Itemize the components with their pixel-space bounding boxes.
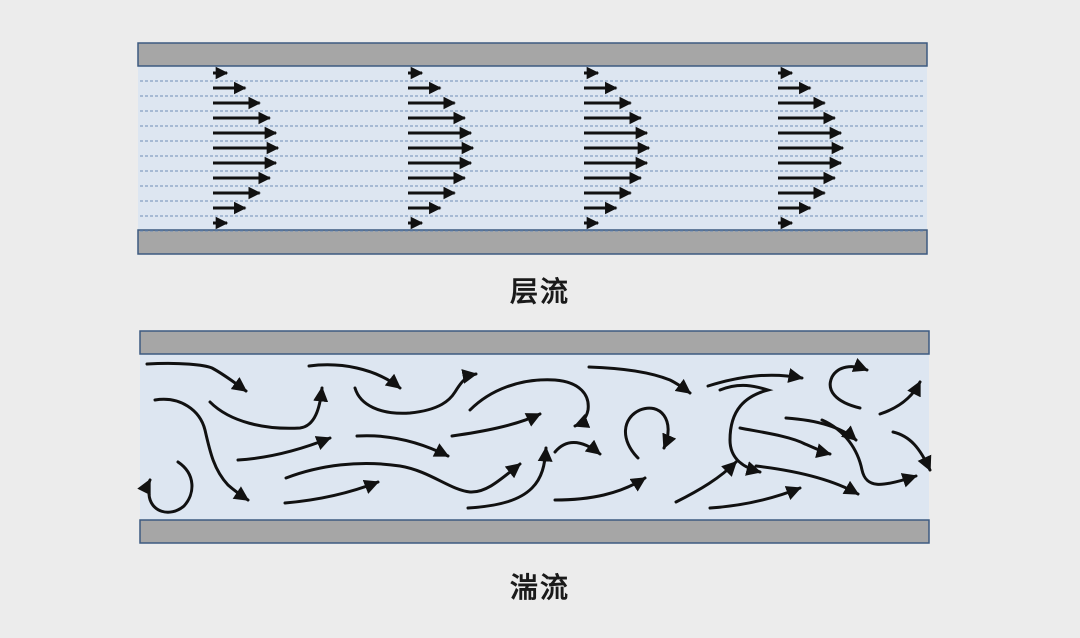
- turbulent-eddies: [137, 358, 932, 514]
- eddy-path: [706, 368, 804, 388]
- laminar-flow-label: 层流: [509, 275, 570, 308]
- turbulent-top-wall: [139, 330, 930, 355]
- eddy-path: [450, 412, 542, 438]
- eddy-path: [708, 486, 802, 510]
- eddy-path: [674, 460, 738, 504]
- eddy-path: [137, 460, 194, 514]
- eddy-path: [878, 380, 922, 416]
- eddy-path: [553, 439, 602, 456]
- eddy-path: [208, 386, 329, 430]
- eddy-path: [307, 363, 402, 390]
- laminar-streamlines: [140, 80, 925, 232]
- turbulent-bottom-wall: [139, 519, 930, 544]
- turbulent-panel: [137, 330, 932, 544]
- eddy-path: [754, 464, 860, 496]
- laminar-bottom-wall: [137, 229, 928, 255]
- eddy-path: [236, 436, 332, 462]
- eddy-path: [153, 397, 250, 502]
- eddy-path: [466, 446, 553, 510]
- laminar-velocity-profiles: [213, 66, 845, 230]
- laminar-panel: [137, 42, 928, 255]
- eddy-path: [891, 430, 932, 472]
- eddy-path: [820, 418, 918, 488]
- eddy-path: [784, 416, 858, 442]
- turbulent-fluid: [140, 354, 929, 520]
- eddy-path: [624, 406, 677, 460]
- eddy-path: [738, 426, 832, 458]
- eddy-path: [828, 358, 869, 410]
- eddy-path: [284, 461, 522, 494]
- eddy-path: [353, 369, 478, 415]
- turbulent-flow-label: 湍流: [509, 571, 570, 604]
- eddy-path: [145, 361, 248, 393]
- eddy-path: [553, 476, 647, 502]
- eddy-path: [355, 434, 450, 458]
- eddy-path: [718, 383, 774, 476]
- laminar-top-wall: [137, 42, 928, 67]
- eddy-path: [468, 378, 591, 428]
- eddy-path: [587, 365, 692, 395]
- eddy-path: [283, 479, 380, 505]
